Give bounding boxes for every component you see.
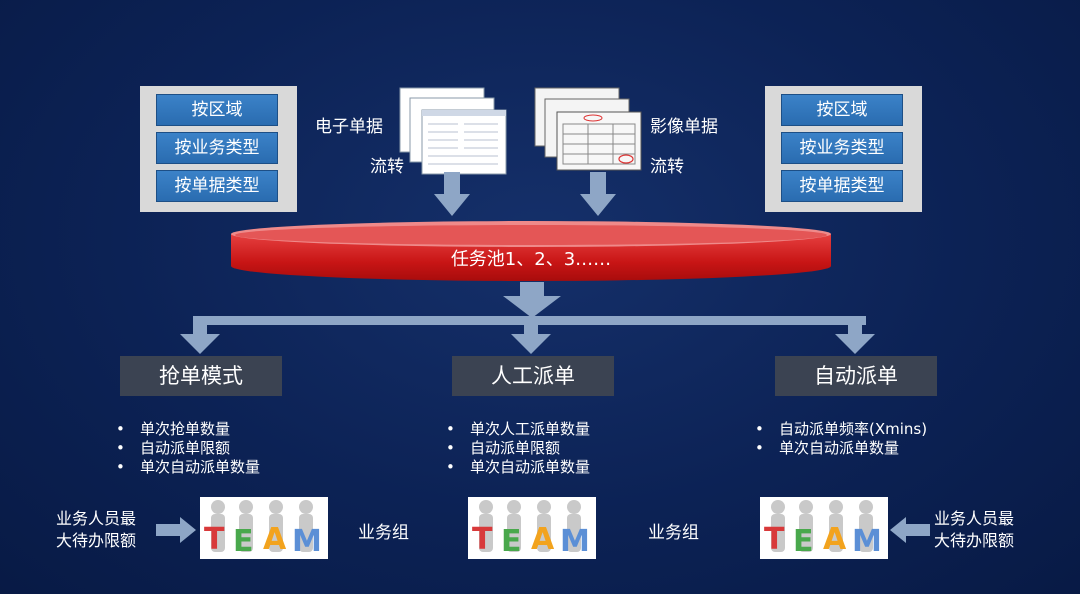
image-docs-label-line1: 影像单据 xyxy=(650,117,718,137)
svg-text:A: A xyxy=(823,522,847,557)
arrow-down-pool-icon xyxy=(503,282,561,318)
list-item: •单次自动派单数量 xyxy=(446,458,591,476)
grab-order-settings-list: •单次抢单数量 •自动派单限额 •单次自动派单数量 xyxy=(116,420,260,477)
mode-manual-dispatch: 人工派单 xyxy=(452,356,614,396)
arrow-left-icon xyxy=(890,517,930,543)
team-illustration-3: T E A M xyxy=(760,497,888,559)
arrow-down-image-icon xyxy=(580,172,616,216)
list-item: •自动派单限额 xyxy=(446,439,561,457)
right-filter-region[interactable]: 按区域 xyxy=(781,94,903,126)
svg-text:E: E xyxy=(501,524,522,559)
svg-text:E: E xyxy=(793,524,814,559)
business-group-label-2: 业务组 xyxy=(648,523,699,543)
team-illustration-2: T E A M xyxy=(468,497,596,559)
team-letter-e: E xyxy=(233,524,254,559)
electronic-docs-label-line1: 电子单据 xyxy=(315,117,383,137)
team-letter-m: M xyxy=(292,524,322,559)
right-staff-limit-label: 业务人员最 大待办限额 xyxy=(934,509,1015,550)
list-item: •单次自动派单数量 xyxy=(755,439,900,457)
svg-text:M: M xyxy=(852,524,882,559)
left-filter-document-type[interactable]: 按单据类型 xyxy=(156,170,278,202)
mode-auto-dispatch: 自动派单 xyxy=(775,356,937,396)
svg-text:T: T xyxy=(472,522,493,557)
arrow-down-electronic-icon xyxy=(434,172,470,216)
right-filter-document-type[interactable]: 按单据类型 xyxy=(781,170,903,202)
left-filter-panel: 按区域 按业务类型 按单据类型 xyxy=(140,86,297,212)
task-pool-cylinder xyxy=(228,218,834,284)
svg-text:A: A xyxy=(531,522,555,557)
list-item: •自动派单频率(Xmins) xyxy=(755,420,928,438)
team-letter-a: A xyxy=(263,522,287,557)
right-filter-business-type[interactable]: 按业务类型 xyxy=(781,132,903,164)
right-filter-panel: 按区域 按业务类型 按单据类型 xyxy=(765,86,922,212)
business-group-label-1: 业务组 xyxy=(358,523,409,543)
arrow-right-icon xyxy=(156,517,196,543)
image-docs-label-line2: 流转 xyxy=(650,157,684,177)
list-item: •单次人工派单数量 xyxy=(446,420,591,438)
team-illustration-1: T E A M xyxy=(200,497,328,559)
list-item: •单次自动派单数量 xyxy=(116,458,261,476)
list-item: •自动派单限额 xyxy=(116,439,231,457)
electronic-docs-label-line2: 流转 xyxy=(370,157,404,177)
electronic-document-stack-icon xyxy=(398,86,510,176)
manual-dispatch-settings-list: •单次人工派单数量 •自动派单限额 •单次自动派单数量 xyxy=(446,420,590,477)
mode-grab-order: 抢单模式 xyxy=(120,356,282,396)
distribution-connector-icon xyxy=(176,316,886,356)
list-item: •单次抢单数量 xyxy=(116,420,231,438)
team-letter-t: T xyxy=(204,522,225,557)
left-filter-business-type[interactable]: 按业务类型 xyxy=(156,132,278,164)
auto-dispatch-settings-list: •自动派单频率(Xmins) •单次自动派单数量 xyxy=(755,420,927,458)
image-document-stack-icon xyxy=(533,86,645,178)
left-staff-limit-label: 业务人员最 大待办限额 xyxy=(56,509,137,550)
svg-text:T: T xyxy=(764,522,785,557)
left-filter-region[interactable]: 按区域 xyxy=(156,94,278,126)
task-pool-label: 任务池1、2、3…… xyxy=(450,249,612,270)
svg-text:M: M xyxy=(560,524,590,559)
